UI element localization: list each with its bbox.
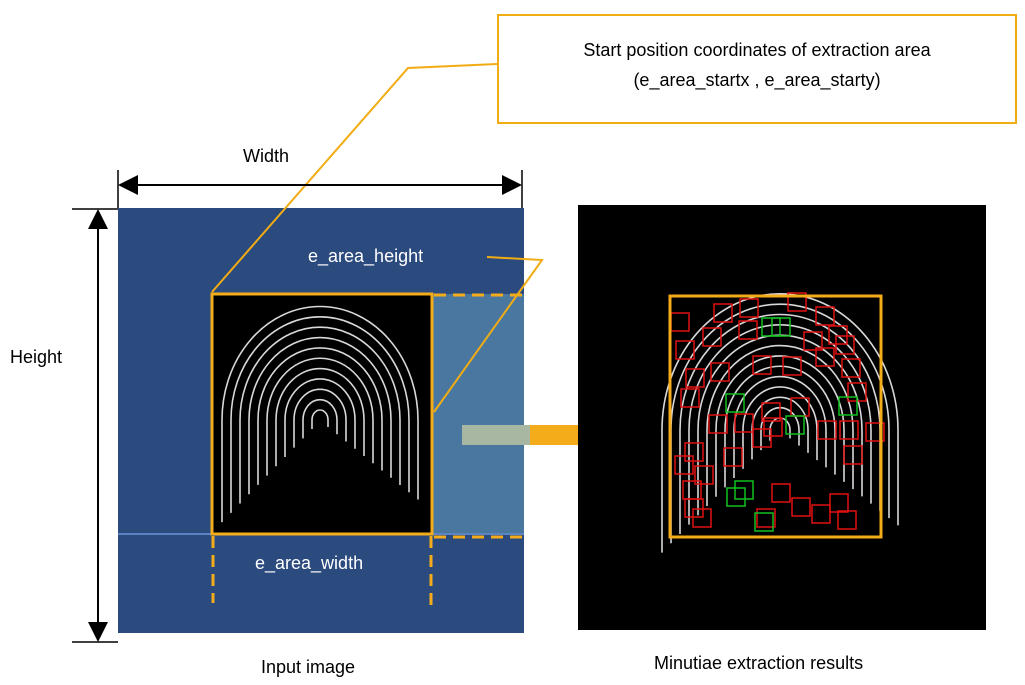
minutia-marker-red xyxy=(674,455,694,475)
fingerprint-ridge xyxy=(275,367,365,467)
callout-box: Start position coordinates of extraction… xyxy=(497,14,1017,124)
minutia-marker-red xyxy=(752,355,772,375)
minutia-marker-red xyxy=(787,292,807,312)
fingerprint-ridge xyxy=(293,388,347,448)
minutia-marker-green xyxy=(838,396,858,416)
fingerprint-ridge xyxy=(221,305,419,523)
e-area-height-leader xyxy=(433,256,544,413)
fingerprint-ridge xyxy=(239,326,401,504)
minutia-marker-red xyxy=(675,340,695,360)
fingerprint-ridge xyxy=(302,398,338,439)
minutia-marker-red xyxy=(702,327,722,347)
fingerprint-ridge xyxy=(733,375,827,479)
minutia-marker-red xyxy=(817,420,837,440)
minutia-marker-red xyxy=(815,306,835,326)
minutia-marker-red xyxy=(710,362,730,382)
e-area-width-label: e_area_width xyxy=(255,553,364,573)
fingerprint-ridge xyxy=(257,347,383,485)
minutia-marker-red xyxy=(811,504,831,524)
callout-leader xyxy=(211,63,498,293)
minutia-marker-red xyxy=(680,388,700,408)
minutia-marker-red xyxy=(791,497,811,517)
output-image-caption: Minutiae extraction results xyxy=(654,653,864,673)
minutia-marker-red xyxy=(761,402,781,422)
minutia-marker-red xyxy=(841,358,861,378)
minutia-marker-green xyxy=(725,393,745,413)
callout-line-1: Start position coordinates of extraction… xyxy=(583,40,931,60)
e-area-height-label: e_area_height xyxy=(308,246,424,266)
minutia-marker-red xyxy=(692,508,712,528)
minutia-marker-red xyxy=(837,510,857,530)
extraction-area-outline xyxy=(210,292,434,536)
minutia-marker-green xyxy=(785,415,805,435)
fingerprint-ridge xyxy=(724,365,836,488)
fingerprint-ridge xyxy=(670,303,890,544)
minutiae-markers xyxy=(670,292,885,532)
minutia-marker-red xyxy=(843,445,863,465)
fingerprint-ridge xyxy=(230,316,410,513)
fingerprint-ridge xyxy=(266,357,374,476)
minutia-marker-green xyxy=(754,512,774,532)
minutia-marker-red xyxy=(708,414,728,434)
height-label: Height xyxy=(10,347,63,367)
width-label: Width xyxy=(243,146,290,166)
minutia-marker-red xyxy=(782,356,802,376)
minutia-marker-red xyxy=(739,298,759,318)
fingerprint-ridge xyxy=(742,386,818,469)
minutia-marker-red xyxy=(803,331,823,351)
minutia-marker-red xyxy=(713,303,733,323)
fingerprint-window xyxy=(212,294,432,534)
fingerprint-ridge xyxy=(679,313,881,534)
minutia-marker-red xyxy=(756,508,776,528)
minutia-marker-red xyxy=(684,498,704,518)
minutia-marker-red xyxy=(685,368,705,388)
minutia-marker-red xyxy=(865,422,885,442)
fingerprint-ridge xyxy=(661,293,899,553)
minutia-marker-red xyxy=(723,447,743,467)
minutia-marker-red xyxy=(771,483,791,503)
minutia-marker-red xyxy=(694,465,714,485)
fingerprint-ridge xyxy=(284,378,356,457)
output-extraction-outline xyxy=(668,294,883,539)
minutia-marker-red xyxy=(752,428,772,448)
minutia-marker-red xyxy=(738,320,758,340)
fingerprint-ridge xyxy=(311,409,329,429)
minutia-marker-green xyxy=(771,317,791,337)
minutia-marker-red xyxy=(815,347,835,367)
fingerprint-ridges-left xyxy=(221,305,419,523)
fingerprint-ridge xyxy=(248,336,392,495)
input-image-caption: Input image xyxy=(261,657,356,677)
minutia-marker-green xyxy=(761,317,781,337)
minutia-marker-red xyxy=(684,442,704,462)
minutia-marker-red xyxy=(829,493,849,513)
arrow-shaft xyxy=(462,425,530,445)
callout-line-2: (e_area_startx , e_area_starty) xyxy=(633,70,881,90)
minutia-marker-green xyxy=(726,487,746,507)
minutia-marker-red xyxy=(763,417,783,437)
minutia-marker-green xyxy=(734,480,754,500)
minutia-marker-red xyxy=(839,420,859,440)
minutia-marker-red xyxy=(835,335,855,355)
minutia-marker-red xyxy=(734,413,754,433)
minutia-marker-red xyxy=(828,325,848,345)
